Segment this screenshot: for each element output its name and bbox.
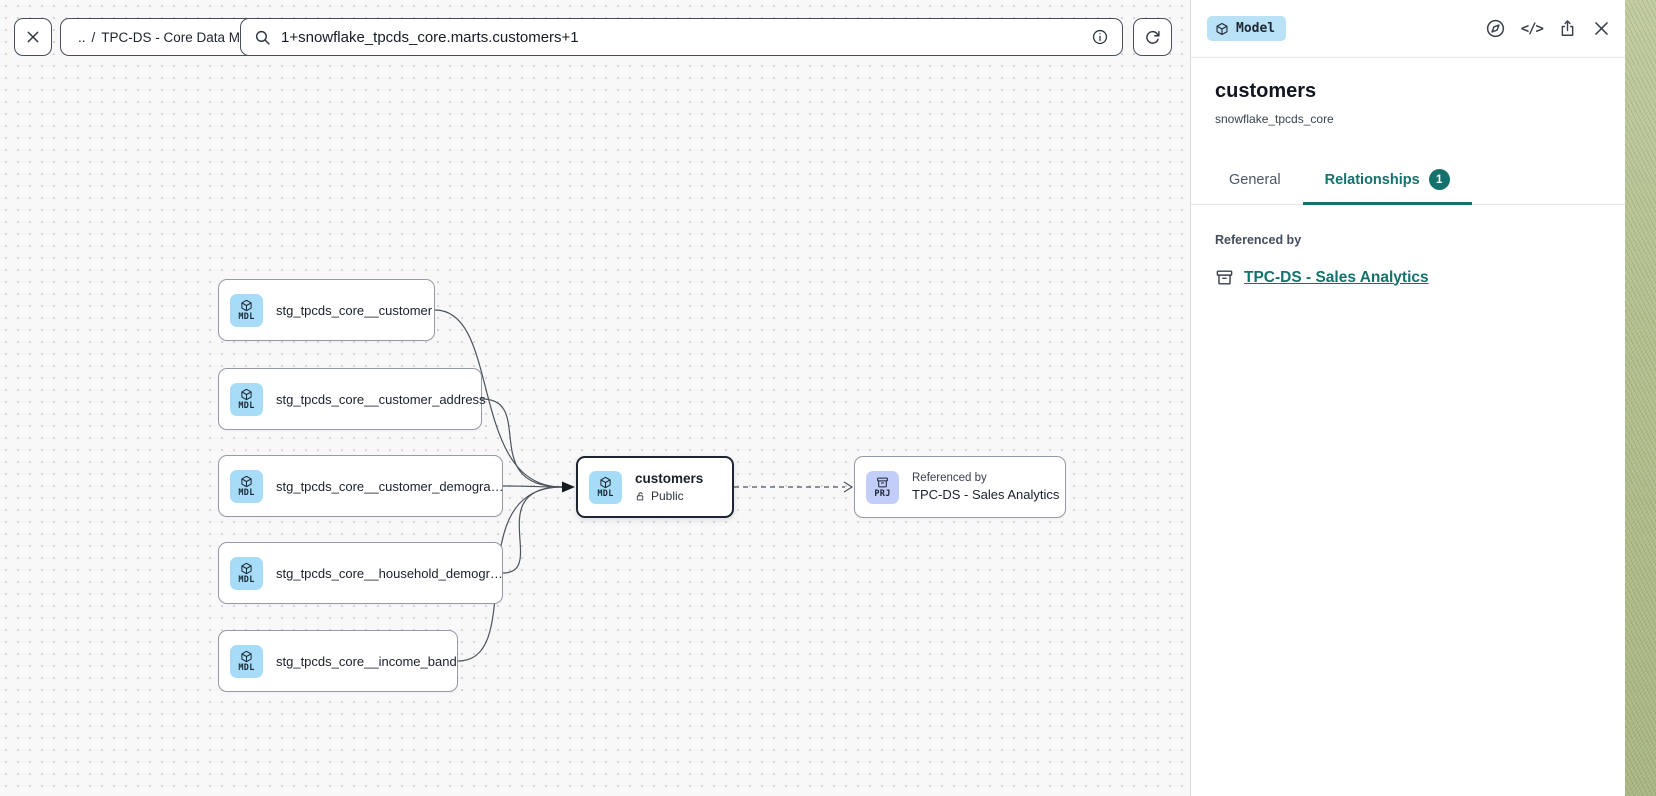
node-label: stg_tpcds_core__customer_address bbox=[276, 391, 486, 407]
lineage-node-customers-selected[interactable]: MDL customers Public bbox=[576, 456, 734, 518]
archive-icon bbox=[877, 477, 888, 488]
code-icon: </> bbox=[1520, 20, 1544, 37]
model-type-badge: MDL bbox=[230, 644, 263, 678]
lineage-canvas: .. / TPC-DS - Core Data Models MDL stg_t… bbox=[0, 0, 1190, 796]
cube-icon bbox=[600, 476, 611, 488]
node-label: TPC-DS - Sales Analytics bbox=[912, 487, 1060, 502]
lineage-node-referenced-project[interactable]: PRJ Referenced by TPC-DS - Sales Analyti… bbox=[854, 456, 1066, 518]
tab-label: General bbox=[1229, 171, 1281, 188]
model-type-pill-label: Model bbox=[1236, 21, 1276, 36]
node-label: stg_tpcds_core__customer_demogra… bbox=[276, 478, 504, 494]
desktop-wallpaper-edge bbox=[1625, 0, 1656, 796]
breadcrumb-current: TPC-DS - Core Data Models bbox=[101, 29, 273, 45]
lineage-node-stg-tpcds-core-customer[interactable]: MDL stg_tpcds_core__customer bbox=[218, 279, 435, 341]
breadcrumb-separator: / bbox=[91, 29, 96, 45]
badge-label: MDL bbox=[597, 488, 614, 499]
lineage-node-stg-tpcds-core-customer-demographics[interactable]: MDL stg_tpcds_core__customer_demogra… bbox=[218, 455, 504, 517]
model-type-badge: MDL bbox=[230, 556, 263, 590]
node-caption: Referenced by bbox=[912, 472, 987, 484]
model-type-badge: MDL bbox=[589, 470, 622, 504]
cube-icon bbox=[241, 562, 252, 574]
close-icon bbox=[1595, 22, 1608, 35]
archive-icon bbox=[1216, 270, 1233, 285]
badge-label: MDL bbox=[238, 574, 255, 585]
model-type-badge: MDL bbox=[230, 293, 263, 327]
cube-icon bbox=[241, 475, 252, 487]
node-label: stg_tpcds_core__customer bbox=[276, 302, 433, 318]
details-panel: Model </> customers snowflake_tpcds_core bbox=[1190, 0, 1625, 796]
refresh-icon bbox=[1146, 30, 1160, 44]
node-label: stg_tpcds_core__income_band bbox=[276, 653, 457, 669]
badge-label: MDL bbox=[238, 487, 255, 498]
tab-relationships[interactable]: Relationships 1 bbox=[1302, 159, 1472, 205]
tab-general[interactable]: General bbox=[1207, 159, 1303, 205]
lineage-node-stg-tpcds-core-income-band[interactable]: MDL stg_tpcds_core__income_band bbox=[218, 630, 458, 692]
panel-title: customers bbox=[1215, 80, 1317, 102]
panel-subtitle: snowflake_tpcds_core bbox=[1215, 112, 1334, 126]
node-label: stg_tpcds_core__household_demogr… bbox=[276, 565, 503, 581]
compass-icon bbox=[1486, 19, 1504, 38]
explore-button[interactable] bbox=[1485, 18, 1506, 39]
lineage-search-bar bbox=[240, 18, 1123, 56]
tab-label: Relationships bbox=[1324, 171, 1420, 188]
view-code-button[interactable]: </> bbox=[1520, 20, 1544, 37]
relationships-count-badge: 1 bbox=[1428, 169, 1450, 190]
breadcrumb-up[interactable]: .. bbox=[78, 29, 86, 45]
model-type-badge: MDL bbox=[230, 469, 263, 503]
info-icon[interactable] bbox=[1091, 28, 1109, 46]
lineage-node-stg-tpcds-core-household-demographics[interactable]: MDL stg_tpcds_core__household_demogr… bbox=[218, 542, 503, 604]
details-panel-header: Model </> bbox=[1191, 0, 1625, 58]
referenced-project-link[interactable]: TPC-DS - Sales Analytics bbox=[1215, 268, 1601, 287]
share-button[interactable] bbox=[1558, 19, 1577, 38]
referenced-project-link-label: TPC-DS - Sales Analytics bbox=[1244, 268, 1429, 286]
close-lineage-button[interactable] bbox=[14, 18, 52, 56]
badge-label: MDL bbox=[238, 311, 255, 322]
refresh-button[interactable] bbox=[1133, 18, 1172, 56]
close-icon bbox=[27, 31, 39, 43]
model-type-badge: MDL bbox=[230, 382, 263, 416]
referenced-by-heading: Referenced by bbox=[1215, 233, 1302, 247]
lineage-selector-input[interactable] bbox=[281, 28, 1081, 46]
node-access: Public bbox=[635, 489, 703, 503]
badge-label: MDL bbox=[238, 662, 255, 673]
access-label: Public bbox=[651, 489, 684, 503]
cube-icon bbox=[241, 388, 252, 400]
project-type-badge: PRJ bbox=[866, 470, 899, 504]
badge-label: PRJ bbox=[874, 488, 891, 499]
model-type-pill: Model bbox=[1207, 16, 1287, 41]
node-label: customers bbox=[635, 471, 704, 486]
cube-icon bbox=[241, 299, 252, 311]
cube-icon bbox=[241, 650, 252, 662]
open-lock-icon bbox=[636, 491, 644, 500]
lineage-edges bbox=[434, 309, 854, 662]
share-icon bbox=[1561, 20, 1574, 36]
badge-label: MDL bbox=[238, 400, 255, 411]
lineage-node-stg-tpcds-core-customer-address[interactable]: MDL stg_tpcds_core__customer_address bbox=[218, 368, 486, 430]
close-panel-button[interactable] bbox=[1592, 19, 1611, 38]
panel-tabs: General Relationships 1 bbox=[1191, 159, 1625, 205]
search-icon bbox=[255, 30, 270, 45]
cube-icon bbox=[1216, 22, 1228, 35]
